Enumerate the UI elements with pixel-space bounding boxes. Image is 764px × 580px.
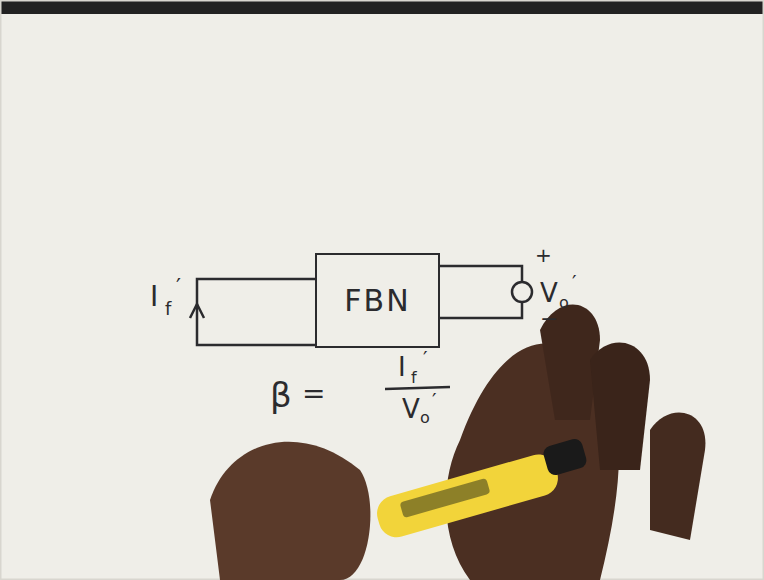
- polarity-sign: +: [535, 245, 552, 265]
- subscript: f: [411, 370, 417, 386]
- voltage-symbol: V: [540, 280, 558, 306]
- equals-sign: =: [302, 380, 325, 408]
- prime-mark: ′: [572, 272, 577, 292]
- prime-mark: ′: [423, 348, 428, 368]
- subscript: o: [559, 295, 569, 311]
- prime-mark: ′: [432, 390, 437, 410]
- voltage-symbol: V: [402, 396, 420, 422]
- prime-mark: ′: [176, 276, 181, 298]
- polarity-sign: −: [540, 308, 558, 330]
- box-label: FBN: [344, 286, 410, 316]
- subscript: f: [165, 300, 171, 318]
- feedback-network-box: FBN: [315, 253, 440, 348]
- current-symbol: I: [150, 283, 158, 311]
- hand-illustration: [210, 305, 705, 580]
- subscript: o: [420, 410, 430, 426]
- top-bar: [0, 0, 764, 14]
- beta-symbol: β: [270, 378, 292, 412]
- loop-wire: [190, 279, 315, 345]
- source-wire: [440, 266, 532, 318]
- current-symbol: I: [398, 354, 406, 380]
- fraction-bar: [385, 387, 450, 389]
